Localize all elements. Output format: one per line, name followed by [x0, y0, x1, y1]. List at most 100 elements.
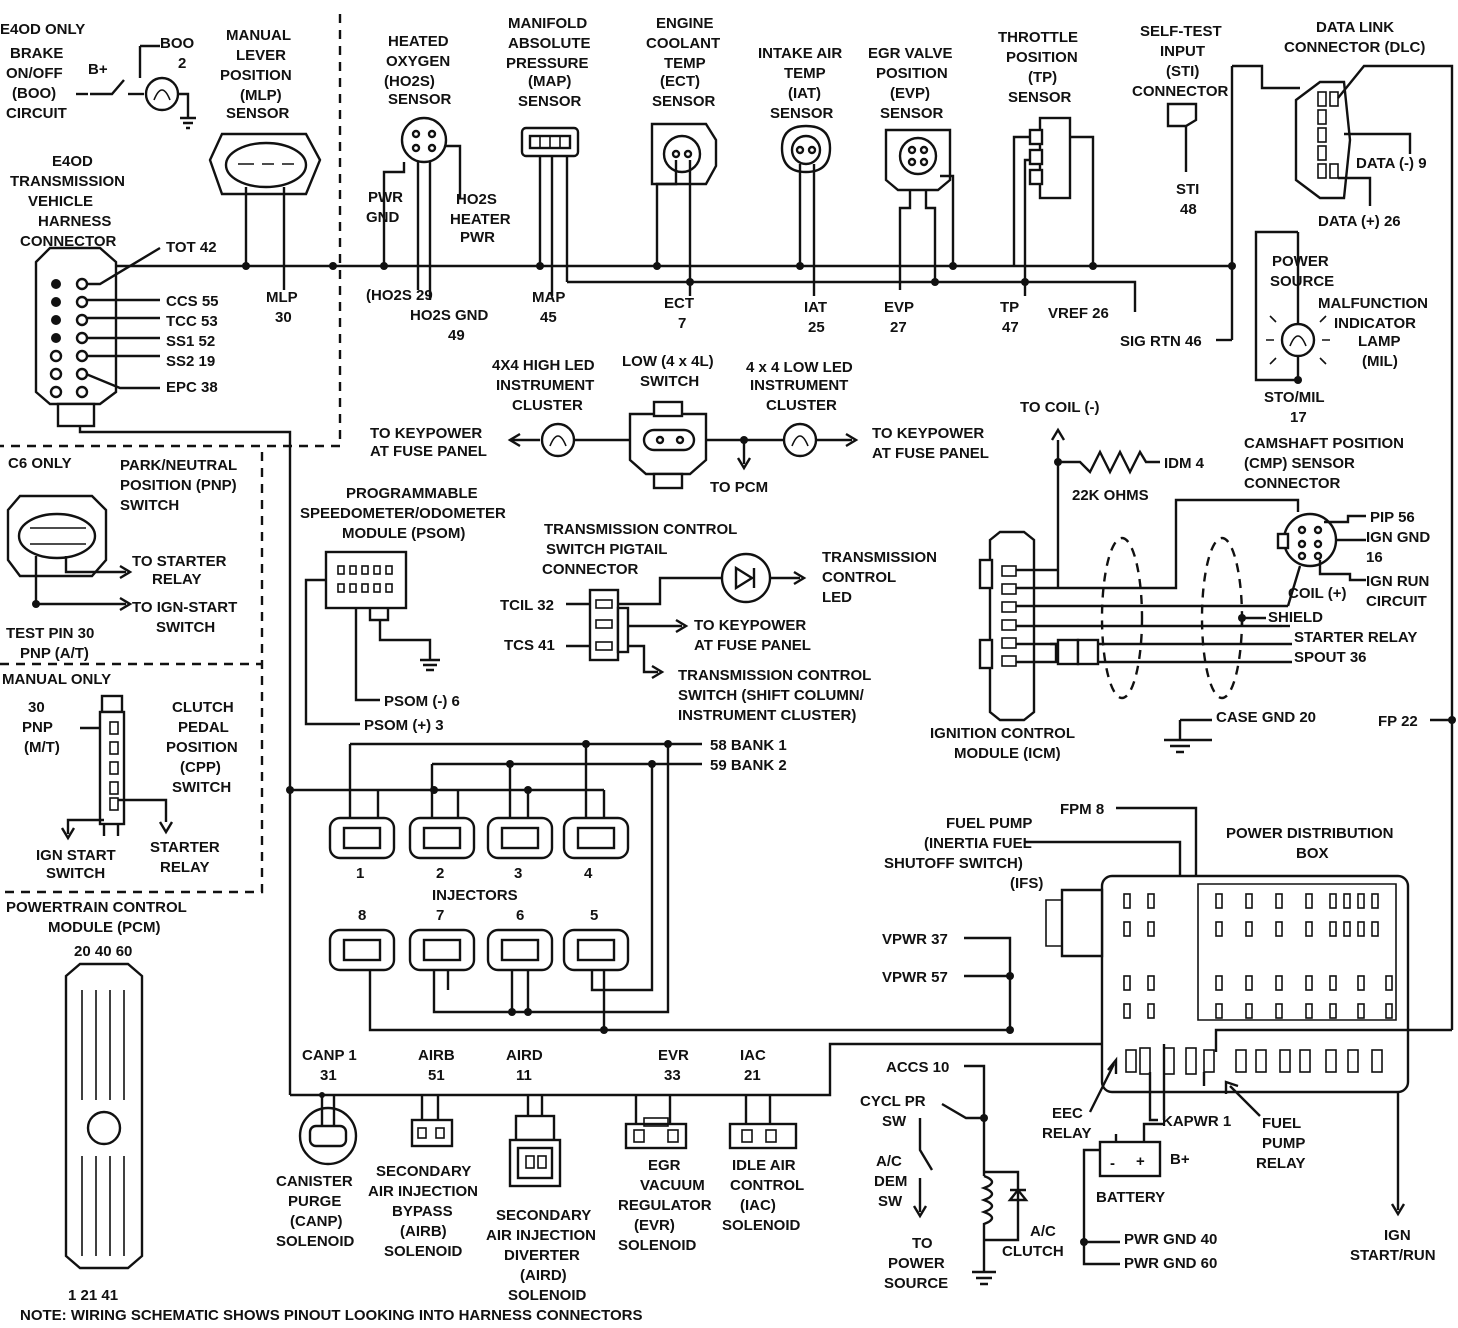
sto-mil-number: 17 — [1290, 409, 1307, 426]
ho2s-pin: (HO2S 29 — [366, 287, 433, 304]
aird-label-4: (AIRD) — [520, 1267, 567, 1284]
mil-label-3: LAMP — [1358, 333, 1401, 350]
pin-ccs: CCS 55 — [166, 293, 219, 310]
airb-label-3: BYPASS — [392, 1203, 453, 1220]
icm-label-1: IGNITION CONTROL — [930, 725, 1075, 742]
map-label-5: SENSOR — [518, 93, 582, 110]
iat-pin-number: 25 — [808, 319, 825, 336]
psom-minus-label: PSOM (-) 6 — [384, 693, 460, 710]
footnote: NOTE: WIRING SCHEMATIC SHOWS PINOUT LOOK… — [20, 1307, 643, 1324]
to-power-3: SOURCE — [884, 1275, 948, 1292]
battery-icon — [1098, 1140, 1162, 1178]
pin-epc: EPC 38 — [166, 379, 218, 396]
aird-label-1: SECONDARY — [496, 1207, 591, 1224]
pin-ss1: SS1 52 — [166, 333, 215, 350]
ign-gnd-number: 16 — [1366, 549, 1383, 566]
manual-only-label: MANUAL ONLY — [2, 671, 111, 688]
pwr-gnd-label-1: PWR — [368, 189, 403, 206]
evp-label-4: SENSOR — [880, 105, 944, 122]
ac-dem-3: SW — [878, 1193, 903, 1210]
cpp-label-5: SWITCH — [172, 779, 231, 796]
e4od-label-1: E4OD — [52, 153, 93, 170]
tp-pin-number: 47 — [1002, 319, 1019, 336]
evp-label-1: EGR VALVE — [868, 45, 952, 62]
e4od-label-5: CONNECTOR — [20, 233, 117, 250]
evr-solenoid-icon — [624, 1122, 688, 1150]
injector-5-number: 5 — [590, 907, 598, 924]
fuel-pump-1: FUEL PUMP — [946, 815, 1032, 832]
battery-minus: - — [1110, 1155, 1115, 1172]
ect-pin-label: ECT — [664, 295, 694, 312]
e4od-only-label: E4OD ONLY — [0, 21, 85, 38]
tcs-pigtail-1: TRANSMISSION CONTROL — [544, 521, 737, 538]
tcs-switch-1: TRANSMISSION CONTROL — [678, 667, 871, 684]
pwr-gnd60-label: PWR GND 60 — [1124, 1255, 1217, 1272]
icm-starter-relay-label: STARTER RELAY — [1294, 629, 1417, 646]
to-power-2: POWER — [888, 1255, 945, 1272]
led-low-3: CLUSTER — [766, 397, 837, 414]
evr-label-4: (EVR) — [634, 1217, 675, 1234]
to-power-1: TO — [912, 1235, 933, 1252]
sig-rtn-label: SIG RTN 46 — [1120, 333, 1202, 350]
map-label-1: MANIFOLD — [508, 15, 587, 32]
canp-label-4: SOLENOID — [276, 1233, 355, 1250]
e4od-label-4: HARNESS — [38, 213, 111, 230]
cpp-switch-icon — [100, 694, 124, 714]
to-starter-relay-2: RELAY — [152, 571, 201, 588]
psom: PROGRAMMABLE SPEEDOMETER/ODOMETER MODULE… — [300, 485, 506, 734]
low-switch-2: SWITCH — [640, 373, 699, 390]
map-pin-label: MAP — [532, 289, 565, 306]
psom-label-2: SPEEDOMETER/ODOMETER — [300, 505, 506, 522]
ect-label-1: ENGINE — [656, 15, 714, 32]
psom-plus-label: PSOM (+) 3 — [364, 717, 444, 734]
pin-ss2: SS2 19 — [166, 353, 215, 370]
ect-label-4: (ECT) — [660, 73, 700, 90]
to-ign-start-1: TO IGN-START — [132, 599, 237, 616]
iac-label-3: (IAC) — [740, 1197, 776, 1214]
ho2s-label-2: OXYGEN — [386, 53, 450, 70]
aird-label-5: SOLENOID — [508, 1287, 587, 1304]
trans-led-2: CONTROL — [822, 569, 896, 586]
evr-label-2: VACUUM — [640, 1177, 705, 1194]
fuel-pump-relay-3: RELAY — [1256, 1155, 1305, 1172]
ign-start-switch-2: SWITCH — [46, 865, 105, 882]
e4od-label-3: VEHICLE — [28, 193, 93, 210]
ign-start-switch-1: IGN START — [36, 847, 116, 864]
iat-label-1: INTAKE AIR — [758, 45, 842, 62]
pnp-mt-2: PNP — [22, 719, 53, 736]
brake-lamp-icon — [144, 76, 180, 112]
map-label-3: PRESSURE — [506, 55, 589, 72]
map-label-4: (MAP) — [528, 73, 571, 90]
ac-dem-1: A/C — [876, 1153, 902, 1170]
starter-relay-2: RELAY — [160, 859, 209, 876]
ho2s-sensor: HEATED OXYGEN (HO2S) SENSOR PWR GND HO2S… — [366, 33, 511, 344]
evp-label-2: POSITION — [876, 65, 948, 82]
power-source-2: SOURCE — [1270, 273, 1334, 290]
sti-label-4: CONNECTOR — [1132, 83, 1229, 100]
iat-sensor: INTAKE AIR TEMP (IAT) SENSOR IAT 25 — [758, 45, 842, 336]
pnp-mt-1: 30 — [28, 699, 45, 716]
trans-led-1: TRANSMISSION — [822, 549, 937, 566]
mlp-label-3: POSITION — [220, 67, 292, 84]
map-label-2: ABSOLUTE — [508, 35, 591, 52]
canp-pin-number: 31 — [320, 1067, 337, 1084]
tp-connector-icon — [1038, 116, 1072, 200]
brake-label-1: BRAKE — [10, 45, 63, 62]
iat-label-4: SENSOR — [770, 105, 834, 122]
ignition: TO COIL (-) IDM 4 22K OHMS CAMSHAFT POSI… — [930, 399, 1456, 762]
aird-label-2: AIR INJECTION — [486, 1227, 596, 1244]
battery-b-plus: B+ — [1170, 1151, 1190, 1168]
low-switch-1: LOW (4 x 4L) — [622, 353, 714, 370]
c6-pnp: C6 ONLY PARK/NEUTRAL POSITION (PNP) SWIT… — [6, 455, 237, 662]
brake-label-2: ON/OFF — [6, 65, 63, 82]
iat-label-2: TEMP — [784, 65, 826, 82]
evr-label-3: REGULATOR — [618, 1197, 712, 1214]
pcm-label-2: MODULE (PCM) — [48, 919, 161, 936]
aird-solenoid-icon — [514, 1114, 556, 1142]
pwr-gnd-label-2: GND — [366, 209, 400, 226]
iat-label-3: (IAT) — [788, 85, 821, 102]
spout-label: SPOUT 36 — [1294, 649, 1367, 666]
psom-label-3: MODULE (PSOM) — [342, 525, 465, 542]
cpp-label-2: PEDAL — [178, 719, 229, 736]
bank1-label: 58 BANK 1 — [710, 737, 787, 754]
